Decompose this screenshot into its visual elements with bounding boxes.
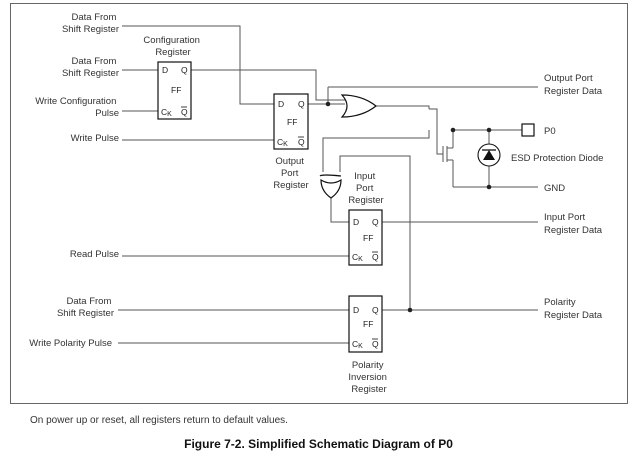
label-output-port-register-data: Output Port Register Data	[544, 73, 603, 97]
xor-gate-icon	[319, 174, 342, 199]
esd-diode-icon	[477, 143, 501, 167]
label-gnd: GND	[544, 183, 565, 194]
junction-dot	[486, 184, 492, 190]
svg-text:D: D	[278, 99, 284, 109]
svg-text:D: D	[353, 217, 359, 227]
svg-text:Q: Q	[372, 305, 379, 315]
junction-dot	[450, 127, 456, 133]
junction-dot	[407, 307, 413, 313]
svg-text:CK: CK	[277, 137, 288, 148]
svg-text:CK: CK	[352, 252, 363, 263]
svg-text:FF: FF	[363, 319, 373, 329]
label-read-pulse: Read Pulse	[70, 249, 119, 260]
label-write-configuration-pulse: Write Configuration Pulse	[35, 96, 119, 119]
svg-text:FF: FF	[363, 233, 373, 243]
label-write-polarity-pulse: Write Polarity Pulse	[29, 338, 112, 349]
schematic-diagram: Data From Shift Register Data From Shift…	[10, 3, 628, 404]
title-polarity-inversion-register: Polarity Inversion Register	[348, 360, 389, 395]
svg-text:Q: Q	[372, 252, 379, 262]
footnote: On power up or reset, all registers retu…	[30, 415, 288, 426]
wires	[118, 25, 538, 344]
label-data-from-shift-register-2: Data From Shift Register	[62, 56, 119, 79]
svg-text:CK: CK	[161, 107, 172, 118]
svg-text:D: D	[353, 305, 359, 315]
svg-text:FF: FF	[287, 117, 297, 127]
diagram-frame	[10, 3, 628, 404]
svg-text:D: D	[162, 65, 168, 75]
p0-pad-icon	[521, 123, 535, 137]
junction-dot	[325, 101, 331, 107]
label-write-pulse: Write Pulse	[71, 133, 119, 144]
title-output-port-register: Output Port Register	[273, 156, 308, 191]
svg-text:Q: Q	[181, 107, 188, 117]
label-p0: P0	[544, 126, 556, 137]
label-input-port-register-data: Input Port Register Data	[544, 212, 603, 236]
junction-dot	[486, 127, 492, 133]
label-esd-protection-diode: ESD Protection Diode	[511, 153, 603, 164]
label-data-from-shift-register-1: Data From Shift Register	[62, 12, 119, 35]
or-gate-icon	[340, 94, 377, 118]
output-port-register-ff: D Q FF CK Q	[273, 93, 309, 150]
svg-text:Q: Q	[298, 137, 305, 147]
svg-text:Q: Q	[372, 339, 379, 349]
title-input-port-register: Input Port Register	[348, 171, 383, 206]
label-polarity-register-data: Polarity Register Data	[544, 297, 603, 321]
svg-text:Q: Q	[181, 65, 188, 75]
title-configuration-register: Configuration Register	[143, 35, 202, 58]
input-port-register-ff: D Q FF CK Q	[348, 209, 383, 266]
svg-text:CK: CK	[352, 339, 363, 350]
label-data-from-shift-register-3: Data From Shift Register	[57, 296, 114, 319]
figure-caption: Figure 7-2. Simplified Schematic Diagram…	[184, 437, 453, 451]
configuration-register-ff: D Q FF CK Q	[157, 61, 192, 120]
polarity-inversion-register-ff: D Q FF CK Q	[348, 295, 383, 353]
svg-text:FF: FF	[171, 85, 181, 95]
svg-text:Q: Q	[298, 99, 305, 109]
svg-text:Q: Q	[372, 217, 379, 227]
